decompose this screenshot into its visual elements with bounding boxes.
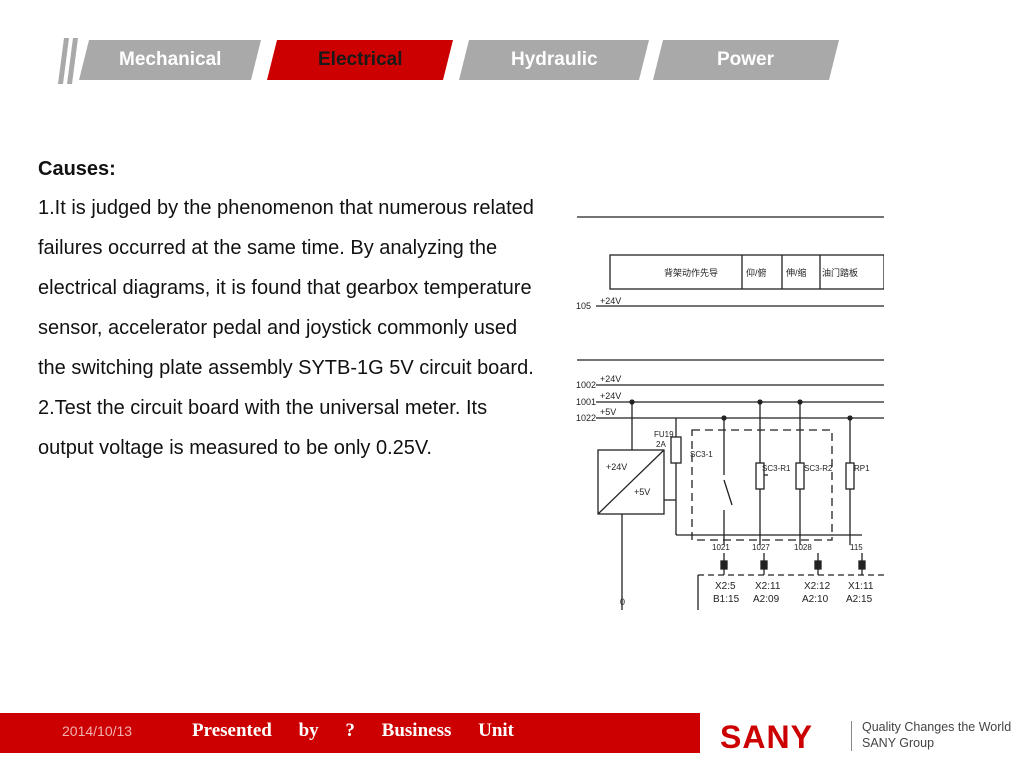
cause-paragraph-1: 1.It is judged by the phenomenon that nu… [38,197,534,379]
converter-input-label: +24V [606,462,627,472]
sensor-label: SC3-R1 [762,464,791,473]
tab-electrical[interactable]: Electrical [267,40,453,80]
voltage-label: +24V [600,374,621,384]
tab-power[interactable]: Power [653,40,839,80]
converter-output-label: +5V [634,487,650,497]
switch-label: SC3-1 [690,450,713,459]
causes-text-block: Causes: 1.It is judged by the phenomenon… [38,150,538,468]
footer-tagline: Quality Changes the World SANY Group [862,719,1011,751]
tab-mechanical[interactable]: Mechanical [79,40,261,80]
wire-label: 1028 [794,543,812,552]
footer-red-band: 2014/10/13 Presented by ? Business Unit [0,713,700,753]
diagram-header-cell: 背架动作先导 [664,267,718,278]
tab-label: Power [717,49,775,70]
tab-label: Mechanical [118,49,222,70]
terminal-label: X2:5 [715,581,736,592]
footer: 2014/10/13 Presented by ? Business Unit … [0,713,1024,768]
wire-label: 1027 [752,543,770,552]
footer-presenter: Presented by ? Business Unit [192,720,515,741]
diagram-header-cell: 仰/俯 [746,267,767,278]
sany-logo: SANY [720,719,813,755]
cause-paragraph-2: 2.Test the circuit board with the univer… [38,397,488,459]
logo-divider [851,721,852,751]
terminal-label: X2:11 [755,581,781,592]
terminal-label: A2:15 [846,594,873,605]
wire-label: 1001 [576,397,596,407]
diagram-header-cell: 伸/缩 [786,267,807,278]
tab-label: Hydraulic [510,49,598,70]
voltage-label: +24V [600,296,621,306]
wire-label: 115 [850,543,863,552]
voltage-label: +5V [600,407,616,417]
footer-date: 2014/10/13 [62,723,133,739]
sensor-label: SC3-R2 [804,464,833,473]
wire-label: 1002 [576,380,596,390]
wire-label: 1021 [712,543,730,552]
fuse-rating: 2A [656,440,666,449]
wire-label: 105 [576,301,591,311]
terminal-label: A2:10 [802,594,829,605]
tab-label: Electrical [317,49,403,70]
terminal-label: X1:11 [848,581,874,592]
terminal-label: B1:15 [713,594,740,605]
tab-hydraulic[interactable]: Hydraulic [459,40,649,80]
fuse-label: FU19 [654,430,674,439]
potentiometer-label: RP1 [854,464,870,473]
electrical-circuit-diagram: 背架动作先导 仰/俯 伸/缩 油门踏板 105 +24V 1002 1001 1… [576,216,884,610]
causes-heading: Causes: [38,158,116,180]
diagram-header-cell: 油门踏板 [822,267,858,278]
terminal-label: X2:12 [804,581,831,592]
voltage-label: +24V [600,391,621,401]
wire-label: 1022 [576,413,596,423]
terminal-label: A2:09 [753,594,780,605]
slash-decoration-icon [58,38,78,84]
ground-label: 0 [620,597,625,607]
tagline-line-2: SANY Group [862,736,935,750]
tagline-line-1: Quality Changes the World [862,720,1012,734]
